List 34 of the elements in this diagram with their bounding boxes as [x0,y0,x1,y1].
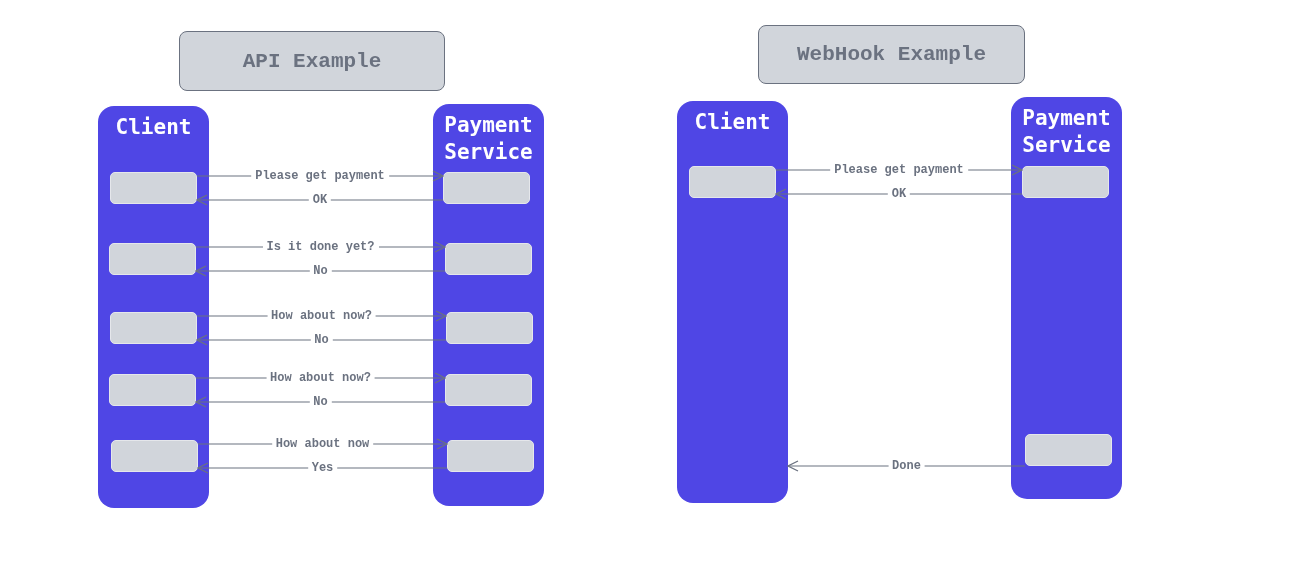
activation-box [110,312,197,344]
activation-box [689,166,776,198]
arrow [195,396,446,408]
edge-label: Please get payment [830,163,968,177]
lifeline-bar [98,106,209,508]
lifeline-title: Payment Service [443,112,534,166]
lifeline-bar [677,101,788,503]
activation-box [1022,166,1109,198]
activation-box [445,374,532,406]
activation-box [109,243,196,275]
header-box [179,31,445,91]
arrow [196,194,444,206]
activation-box [1025,434,1112,466]
arrow [775,188,1023,200]
lifeline-title: Client [693,109,772,136]
arrow [195,265,446,277]
header-title: API Example [242,49,382,73]
edge-label: Is it done yet? [262,240,379,254]
activation-box [445,243,532,275]
arrow [197,462,448,474]
lifeline-title: Payment Service [1021,105,1112,159]
lifeline-bar [433,104,544,506]
arrow [196,334,447,346]
lifeline-title: Client [114,114,193,141]
activation-box [110,172,197,204]
activation-box [109,374,196,406]
lifeline-bar [1011,97,1122,499]
activation-box [443,172,530,204]
activation-box [446,312,533,344]
activation-box [447,440,534,472]
edge-label: Please get payment [251,169,389,183]
header-box [758,25,1025,84]
activation-box [111,440,198,472]
header-title: WebHook Example [797,43,986,66]
